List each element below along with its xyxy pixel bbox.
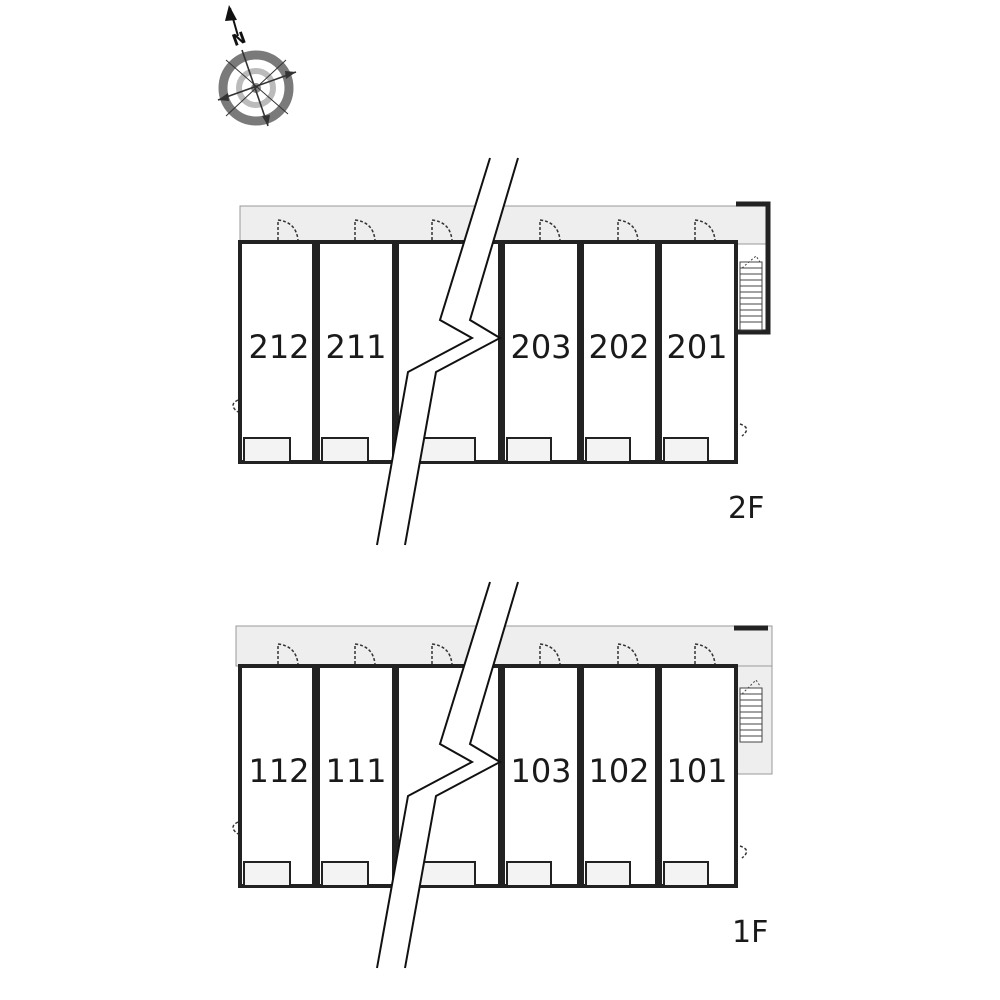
door-swings-1f [232,643,748,859]
unit-label-212: 212 [248,328,309,366]
corridor-2f [239,205,771,245]
unit-labels-2f: 212 211 203 202 201 [248,328,727,366]
unit-box [316,240,396,464]
break-line-2f [376,157,519,546]
door-swings-2f [232,219,748,437]
floor-label-1f: 1F [732,915,768,950]
staircase-2f [739,255,763,331]
compass-icon: N [217,5,297,127]
unit-label-202: 202 [588,328,649,366]
unit-label-203: 203 [510,328,571,366]
floor-plan-1f [232,625,773,888]
unit-box [658,240,738,464]
unit-label-102: 102 [588,752,649,790]
unit-label-211: 211 [325,328,386,366]
unit-box [580,664,659,888]
floor-label-2f: 2F [728,491,764,526]
unit-label-101: 101 [666,752,727,790]
unit-box [501,240,581,464]
unit-label-201: 201 [666,328,727,366]
unit-label-103: 103 [510,752,571,790]
unit-labels-1f: 112 111 103 102 101 [248,752,727,790]
stair-wall-2f [736,201,771,335]
break-line-1f [376,581,519,969]
unit-label-111: 111 [325,752,386,790]
unit-box [316,664,396,888]
compass-north-label: N [229,28,248,50]
staircase-1f [739,679,763,743]
unit-box [501,664,581,888]
unit-label-112: 112 [248,752,309,790]
unit-box [658,664,738,888]
